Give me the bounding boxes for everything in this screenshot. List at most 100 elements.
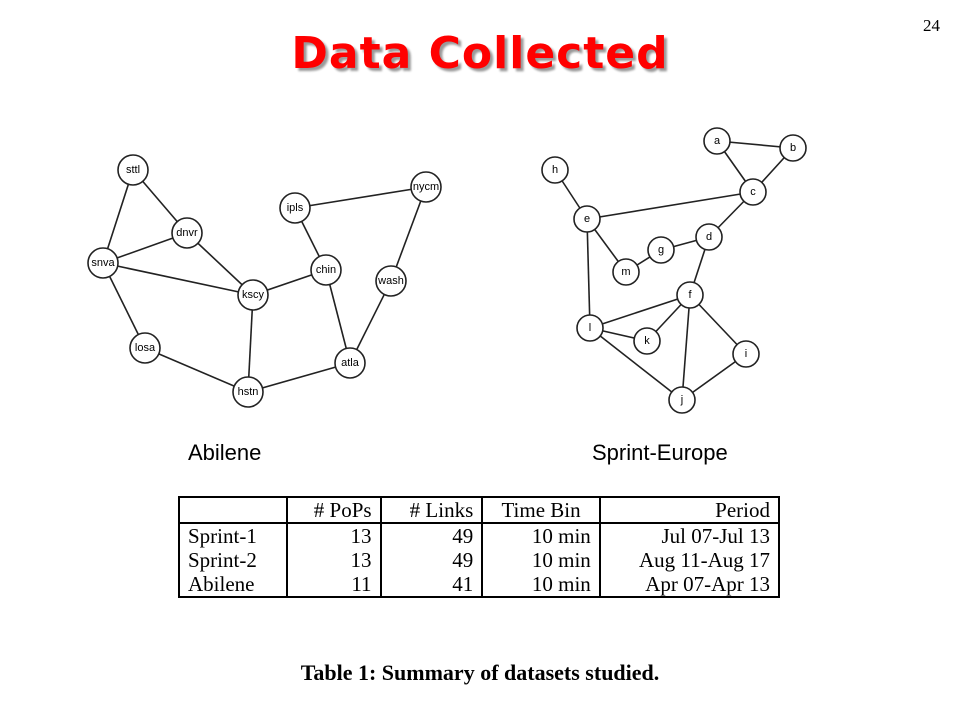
sprint-node-circle bbox=[633, 327, 661, 355]
sprint-node-circle bbox=[612, 258, 640, 286]
sprint-node-circle bbox=[676, 281, 704, 309]
header-cell-links: # Links bbox=[379, 497, 484, 523]
sprint-node-circle bbox=[695, 223, 723, 251]
sprint-node-circle bbox=[573, 205, 601, 233]
sprint-node-b: b bbox=[779, 134, 807, 162]
sprint-node-circle bbox=[647, 236, 675, 264]
sprint-edge-l-j bbox=[589, 327, 683, 401]
abilene-node-label: dnvr bbox=[176, 227, 198, 239]
table-header-row: # PoPs # Links Time Bin Period bbox=[178, 497, 781, 523]
abilene-node-hstn: hstn bbox=[232, 376, 264, 408]
period-cell: Aug 11-Aug 17 bbox=[598, 548, 781, 572]
abilene-edge-sttl-snva bbox=[102, 169, 134, 264]
sprint-node-label: d bbox=[706, 231, 712, 243]
dataset-name-cell: Sprint-2 bbox=[178, 548, 288, 572]
sprint-edge-f-j bbox=[681, 294, 691, 401]
abilene-node-label: atla bbox=[341, 357, 360, 369]
abilene-node-ipls: ipls bbox=[279, 192, 311, 224]
table-row: Sprint-2 13 49 10 min Aug 11-Aug 17 bbox=[178, 548, 781, 572]
sprint-node-circle bbox=[541, 156, 569, 184]
abilene-node-label: wash bbox=[377, 275, 404, 287]
abilene-node-circle bbox=[334, 347, 366, 379]
abilene-edge-kscy-hstn bbox=[247, 294, 254, 393]
datasets-summary-table: # PoPs # Links Time Bin Period Sprint-1 … bbox=[178, 496, 781, 598]
sprint-node-k: k bbox=[633, 327, 661, 355]
abilene-node-circle bbox=[117, 154, 149, 186]
links-cell: 49 bbox=[379, 548, 484, 572]
slide-number: 24 bbox=[923, 16, 940, 35]
abilene-node-label: ipls bbox=[287, 202, 304, 214]
table-row: Sprint-1 13 49 10 min Jul 07-Jul 13 bbox=[178, 523, 781, 548]
abilene-node-snva: snva bbox=[87, 247, 119, 279]
sprint-node-label: b bbox=[790, 142, 796, 154]
abilene-node-circle bbox=[279, 192, 311, 224]
sprint-node-j: j bbox=[668, 386, 696, 414]
abilene-node-label: losa bbox=[135, 342, 156, 354]
abilene-node-circle bbox=[232, 376, 264, 408]
dataset-name-cell: Abilene bbox=[178, 572, 288, 597]
abilene-node-circle bbox=[87, 247, 119, 279]
abilene-node-nycm: nycm bbox=[410, 171, 442, 203]
sprint-node-h: h bbox=[541, 156, 569, 184]
sprint-node-label: k bbox=[644, 335, 650, 347]
time-bin-cell: 10 min bbox=[481, 548, 601, 572]
abilene-node-kscy: kscy bbox=[237, 279, 269, 311]
abilene-node-circle bbox=[310, 254, 342, 286]
links-cell: 49 bbox=[379, 523, 484, 548]
sprint-europe-topology-graph: a b c h e d g m f l k i j bbox=[541, 127, 807, 414]
sprint-edge-f-l bbox=[589, 294, 691, 329]
table-row: Abilene 11 41 10 min Apr 07-Apr 13 bbox=[178, 572, 781, 597]
sprint-node-label: f bbox=[688, 289, 692, 301]
sprint-node-circle bbox=[576, 314, 604, 342]
header-cell-period: Period bbox=[598, 497, 781, 523]
sprint-node-circle bbox=[732, 340, 760, 368]
pops-cell: 13 bbox=[285, 548, 382, 572]
abilene-node-atla: atla bbox=[334, 347, 366, 379]
dataset-name-cell: Sprint-1 bbox=[178, 523, 288, 548]
sprint-edge-c-e bbox=[586, 191, 754, 220]
sprint-node-e: e bbox=[573, 205, 601, 233]
sprint-edge-e-l bbox=[586, 218, 591, 329]
abilene-edge-nycm-wash bbox=[390, 186, 427, 282]
sprint-node-f: f bbox=[676, 281, 704, 309]
abilene-node-label: sttl bbox=[126, 164, 140, 176]
sprint-node-label: g bbox=[658, 244, 664, 256]
abilene-edge-losa-hstn bbox=[144, 347, 249, 393]
sprint-node-label: c bbox=[750, 186, 756, 198]
sprint-node-g: g bbox=[647, 236, 675, 264]
sprint-node-label: m bbox=[621, 266, 630, 278]
abilene-edge-snva-losa bbox=[102, 262, 146, 349]
table-caption: Table 1: Summary of datasets studied. bbox=[300, 660, 660, 685]
sprint-node-circle bbox=[779, 134, 807, 162]
abilene-node-label: kscy bbox=[242, 289, 265, 301]
abilene-edge-atla-hstn bbox=[247, 362, 351, 393]
links-cell: 41 bbox=[379, 572, 484, 597]
sprint-node-a: a bbox=[703, 127, 731, 155]
abilene-node-label: chin bbox=[316, 264, 336, 276]
abilene-topology-graph: sttl dnvr snva kscy losa hstn ipls nycm chin wash… bbox=[87, 154, 442, 408]
abilene-node-wash: wash bbox=[375, 265, 407, 297]
header-cell-pops: # PoPs bbox=[285, 497, 382, 523]
abilene-node-circle bbox=[410, 171, 442, 203]
period-cell: Jul 07-Jul 13 bbox=[598, 523, 781, 548]
abilene-node-dnvr: dnvr bbox=[171, 217, 203, 249]
sprint-node-label: h bbox=[552, 164, 558, 176]
header-cell-time-bin: Time Bin bbox=[481, 497, 601, 523]
sprint-node-circle bbox=[668, 386, 696, 414]
slide-title: Data Collected bbox=[291, 28, 669, 79]
abilene-node-circle bbox=[129, 332, 161, 364]
sprint-node-c: c bbox=[739, 178, 767, 206]
sprint-node-circle bbox=[703, 127, 731, 155]
abilene-node-circle bbox=[375, 265, 407, 297]
abilene-node-label: snva bbox=[91, 257, 115, 269]
abilene-edge-snva-kscy bbox=[102, 262, 254, 296]
time-bin-cell: 10 min bbox=[481, 572, 601, 597]
sprint-node-label: j bbox=[680, 394, 683, 406]
sprint-europe-caption: Sprint-Europe bbox=[592, 440, 728, 465]
abilene-node-chin: chin bbox=[310, 254, 342, 286]
sprint-node-i: i bbox=[732, 340, 760, 368]
sprint-node-label: i bbox=[745, 348, 747, 360]
sprint-node-label: l bbox=[589, 322, 591, 334]
abilene-edge-chin-atla bbox=[325, 269, 351, 364]
period-cell: Apr 07-Apr 13 bbox=[598, 572, 781, 597]
